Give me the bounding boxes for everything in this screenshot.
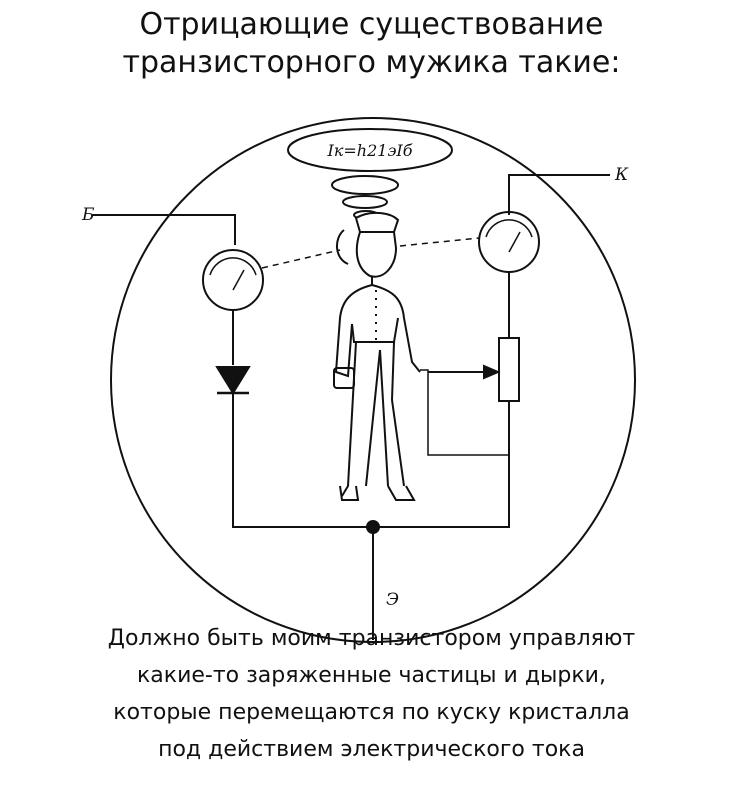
label-base: Б [81, 205, 95, 225]
formula-text: Iк=h21эIб [327, 141, 413, 160]
meme-title: Отрицающие существование транзисторного … [0, 6, 743, 82]
label-collector: К [614, 165, 629, 185]
title-line-2: транзисторного мужика такие: [122, 45, 621, 80]
caption-line-3: которые перемещаются по куску кристалла [113, 700, 630, 725]
diode-icon [215, 366, 251, 395]
collector-ammeter-icon [478, 211, 540, 273]
resistor-icon [498, 337, 520, 402]
base-ammeter-icon [202, 249, 264, 311]
base-wire [92, 214, 236, 245]
caption-line-4: под действием электрического тока [158, 737, 585, 762]
transistor-man-figure [333, 212, 421, 501]
title-line-1: Отрицающие существование [139, 7, 604, 42]
formula-bubble [287, 128, 453, 172]
label-emitter: Э [386, 590, 399, 610]
meme-caption: Должно быть моим транзистором управляют … [0, 620, 743, 768]
emitter-node [366, 520, 380, 534]
transistor-circle [110, 117, 636, 643]
base-return-wire [232, 393, 373, 528]
gaze-line-left [261, 249, 341, 269]
gaze-line-right [399, 237, 480, 247]
caption-line-1: Должно быть моим транзистором управляют [107, 626, 636, 651]
collector-wire [508, 174, 610, 215]
caption-line-2: какие-то заряженные частицы и дырки, [137, 663, 606, 688]
collector-return-wire [373, 401, 510, 528]
